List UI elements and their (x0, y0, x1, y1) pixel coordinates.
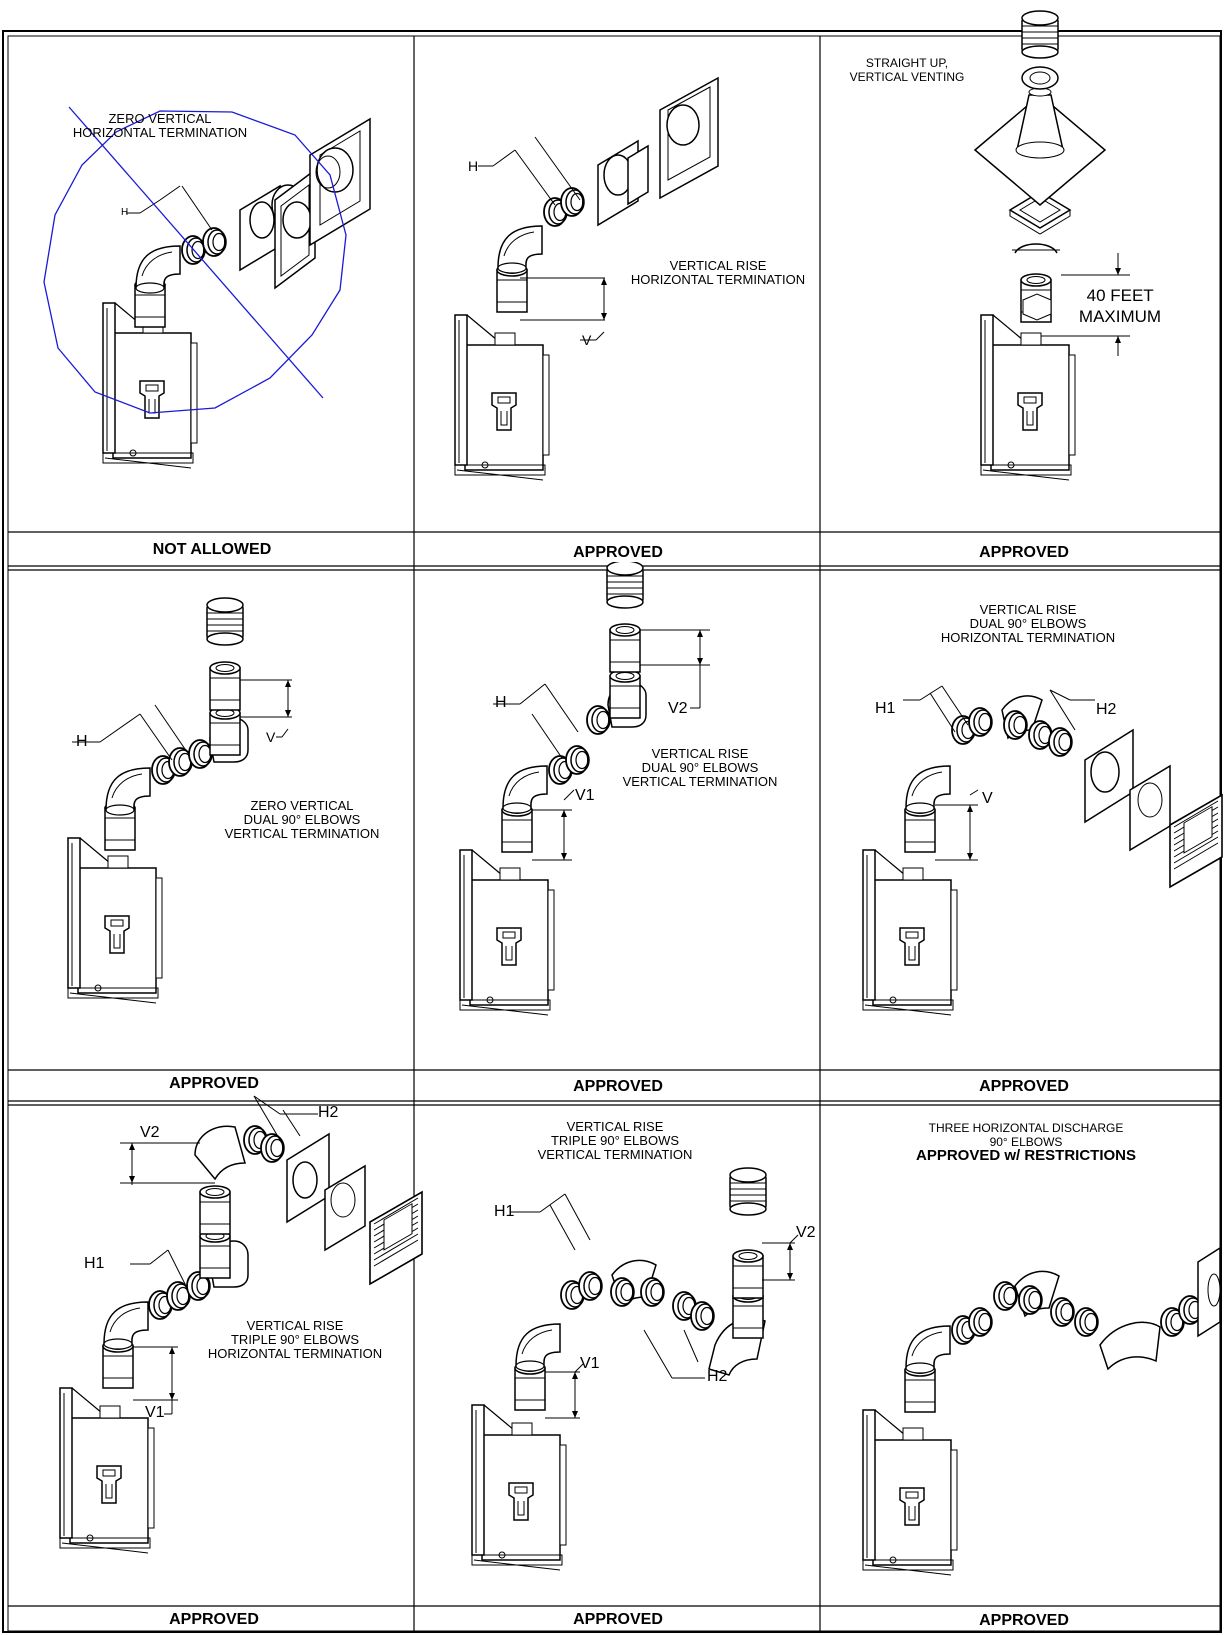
panel-2-drawing (454, 76, 719, 481)
panel-8-status: APPROVED (434, 1611, 802, 1629)
panel-9-caption: THREE HORIZONTAL DISCHARGE 90° ELBOWS AP… (915, 1121, 1137, 1164)
panel-6-dim-v: V (982, 790, 993, 807)
not-allowed-strike (43, 106, 347, 414)
panel-7-caption: VERTICAL RISE TRIPLE 90° ELBOWS HORIZONT… (207, 1318, 383, 1361)
panel-7-dim-h2: H2 (318, 1104, 339, 1121)
panel-5-caption: VERTICAL RISE DUAL 90° ELBOWS VERTICAL T… (622, 746, 778, 789)
panel-9-drawing (862, 1246, 1221, 1576)
panel-3-caption: STRAIGHT UP, VERTICAL VENTING (849, 56, 965, 84)
panel-6-caption: VERTICAL RISE DUAL 90° ELBOWS HORIZONTAL… (940, 602, 1116, 645)
panel-5-dim-v1: V1 (575, 787, 595, 804)
panel-8-dim-v2: V2 (796, 1224, 816, 1241)
panel-1-dim-h: H (121, 207, 129, 218)
panel-7-drawing (59, 1095, 423, 1554)
panel-4-caption: ZERO VERTICAL DUAL 90° ELBOWS VERTICAL T… (224, 798, 380, 841)
panel-8-caption: VERTICAL RISE TRIPLE 90° ELBOWS VERTICAL… (537, 1119, 693, 1162)
panel-3-max-height: 40 FEET MAXIMUM (1078, 286, 1162, 326)
panel-8-dim-h2: H2 (707, 1368, 728, 1385)
panel-4-status: APPROVED (30, 1075, 398, 1093)
panel-6-status: APPROVED (840, 1078, 1208, 1096)
panel-8-dim-h1: H1 (494, 1203, 515, 1220)
panel-9-status: APPROVED (840, 1612, 1208, 1630)
panel-2-status: APPROVED (434, 544, 802, 562)
panel-4-dim-v: V (266, 729, 276, 745)
panel-7-dim-v1: V1 (145, 1404, 165, 1421)
panel-7-dim-h1: H1 (84, 1255, 105, 1272)
panel-5-drawing (459, 560, 710, 1016)
panel-4-dim-h: H (76, 733, 88, 750)
panel-2-dim-h: H (468, 158, 479, 174)
panel-7-status: APPROVED (30, 1611, 398, 1629)
panel-6-dim-h2: H2 (1096, 701, 1117, 718)
panel-5-dim-h: H (495, 694, 507, 711)
panel-8-dim-v1: V1 (580, 1355, 600, 1372)
panel-5-dim-v2: V2 (668, 700, 688, 717)
panel-8-drawing (471, 1167, 799, 1571)
panel-3-drawing (973, 10, 1130, 481)
panel-5-status: APPROVED (434, 1078, 802, 1096)
panel-4-drawing (67, 597, 292, 1004)
panel-2-dim-v: V (582, 332, 592, 348)
panel-6-drawing (862, 685, 1223, 1016)
panel-6-dim-h1: H1 (875, 700, 896, 717)
panel-7-dim-v2: V2 (140, 1124, 160, 1141)
panel-1-status: NOT ALLOWED (28, 541, 396, 559)
panel-1-caption: ZERO VERTICAL HORIZONTAL TERMINATION (72, 111, 248, 140)
panel-3-status: APPROVED (840, 544, 1208, 562)
panel-2-caption: VERTICAL RISE HORIZONTAL TERMINATION (630, 258, 806, 287)
panel-1-drawing (102, 117, 371, 469)
